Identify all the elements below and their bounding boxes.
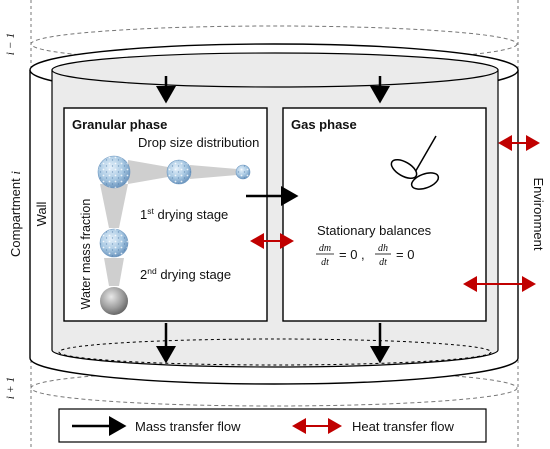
drop-size-distribution-label: Drop size distribution bbox=[138, 135, 259, 150]
granular-phase-title: Granular phase bbox=[72, 117, 167, 132]
eq2-rhs: = 0 bbox=[396, 247, 414, 262]
stationary-balance-equations: dm dt = 0 , dh dt = 0 bbox=[316, 243, 414, 268]
eq2-denominator: dt bbox=[379, 257, 387, 268]
legend: Mass transfer flow Heat transfer flow bbox=[58, 408, 487, 443]
water-mass-fraction-label: Water mass fraction bbox=[79, 199, 93, 310]
legend-mass-label: Mass transfer flow bbox=[135, 419, 241, 434]
wall-label: Wall bbox=[34, 201, 49, 226]
mixer-icon bbox=[390, 135, 440, 190]
second-drying-stage-label: 2nd drying stage bbox=[140, 266, 231, 282]
eq1-denominator: dt bbox=[321, 257, 329, 268]
granular-phase-box bbox=[63, 107, 268, 322]
gas-phase-title: Gas phase bbox=[291, 117, 357, 132]
eq1-numerator: dm bbox=[319, 243, 331, 254]
compartment-label: Compartment i bbox=[8, 171, 23, 257]
droplet-icons bbox=[97, 155, 251, 315]
stationary-balances-label: Stationary balances bbox=[317, 223, 432, 238]
eq1-rhs: = 0 , bbox=[339, 247, 365, 262]
lower-neighbor-index: i + 1 bbox=[5, 377, 17, 399]
legend-box bbox=[58, 408, 487, 443]
drop-size-funnels bbox=[100, 160, 237, 286]
legend-heat-label: Heat transfer flow bbox=[352, 419, 454, 434]
upper-neighbor-index: i − 1 bbox=[5, 33, 17, 55]
environment-label: Environment bbox=[531, 178, 546, 251]
first-drying-stage-label: 1st drying stage bbox=[140, 206, 228, 222]
gas-phase-box bbox=[282, 107, 487, 322]
dry-particle-icon bbox=[100, 287, 128, 315]
eq2-numerator: dh bbox=[378, 243, 388, 254]
